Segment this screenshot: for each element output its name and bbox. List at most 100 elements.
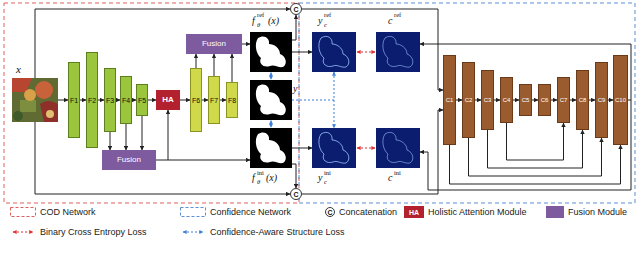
math-label: c <box>324 179 327 186</box>
math-label: ref <box>257 12 264 19</box>
attention-module: HA <box>156 90 180 110</box>
encoder-block: F3 <box>104 68 116 132</box>
legend-sample <box>180 226 206 238</box>
legend-region-sample <box>11 208 36 217</box>
prediction-mask <box>250 32 292 168</box>
math-label: ini <box>257 170 264 177</box>
legend-concat-sample <box>326 208 335 217</box>
math-label: ini <box>394 170 401 177</box>
node-label: C6 <box>541 97 549 103</box>
legend-item: Binary Cross Entropy Loss <box>10 226 147 238</box>
connector <box>180 100 190 101</box>
node-label: C9 <box>598 97 606 103</box>
math-label: f <box>252 16 255 26</box>
node-label: F7 <box>210 97 218 104</box>
connector <box>148 100 156 101</box>
node-label: C <box>293 6 298 13</box>
legend-text: Confidence-Aware Structure Loss <box>210 228 344 237</box>
confidence-network-region <box>299 3 635 203</box>
legend-text: Fusion Module <box>568 208 627 217</box>
encoder-block: F8 <box>226 82 238 118</box>
node-label: Fusion <box>202 40 226 48</box>
math-label: y <box>318 173 322 183</box>
encoder-block: F1 <box>68 62 80 138</box>
legend-item: COD Network <box>10 206 96 218</box>
node-label: C <box>293 191 298 198</box>
math-label: y <box>318 16 322 26</box>
legend-item: Fusion Module <box>546 206 627 218</box>
math-label: HA <box>404 209 424 216</box>
confidence-block: C8 <box>576 70 589 130</box>
math-label: ref <box>324 12 331 19</box>
node-label: HA <box>162 96 174 104</box>
connector <box>469 138 602 176</box>
encoder-block: F5 <box>136 84 148 116</box>
node-label: C5 <box>522 97 530 103</box>
legend-text: Holistic Attention Module <box>428 208 527 217</box>
math-label: f <box>252 173 255 183</box>
connector <box>232 54 233 82</box>
confidence-block: C3 <box>481 70 494 130</box>
legend-item: Concatenation <box>325 206 397 218</box>
confidence-block: C2 <box>462 62 475 138</box>
concat-node: C <box>290 188 302 200</box>
node-label: C8 <box>579 97 587 103</box>
math-label: c <box>324 22 327 29</box>
legend-item: Confidence Network <box>180 206 291 218</box>
connector <box>488 130 583 168</box>
connector <box>126 124 127 150</box>
legend-text: COD Network <box>40 208 96 217</box>
legend-region-sample <box>181 208 206 217</box>
input-image <box>12 78 58 122</box>
node-label: F5 <box>138 97 146 104</box>
math-label: (x) <box>268 16 279 26</box>
connector <box>142 116 143 150</box>
connector <box>507 123 564 160</box>
fusion-module: Fusion <box>102 150 156 170</box>
legend-text: Concatenation <box>339 208 397 217</box>
confidence-block: C4 <box>500 77 513 123</box>
wire <box>35 9 631 194</box>
math-label: c <box>388 16 392 26</box>
node-label: C2 <box>465 97 473 103</box>
node-label: F6 <box>192 97 200 104</box>
math-label: ref <box>394 12 401 19</box>
legend-item: Holistic Attention Module <box>404 206 527 218</box>
connector <box>196 54 197 68</box>
legend-sample <box>10 206 36 218</box>
node-label: C7 <box>560 97 568 103</box>
legend-swatch <box>546 206 564 218</box>
node-label: F3 <box>106 97 114 104</box>
math-label: x <box>16 64 21 75</box>
node-label: C3 <box>484 97 492 103</box>
node-label: F2 <box>88 97 96 104</box>
connector <box>214 54 215 76</box>
bce-loss-arrow <box>357 52 375 148</box>
node-label: Fusion <box>117 156 141 164</box>
math-label: C <box>325 209 335 216</box>
confidence-block: C5 <box>519 84 532 116</box>
confidence-block: C7 <box>557 77 570 123</box>
math-label: θ <box>257 22 260 29</box>
math-label: c <box>388 173 392 183</box>
legend-loss-sample <box>183 232 203 233</box>
encoder-block: F6 <box>190 68 202 132</box>
node-label: F4 <box>122 97 130 104</box>
legend-item: Confidence-Aware Structure Loss <box>180 226 344 238</box>
math-label: y <box>293 84 297 94</box>
node-label: C1 <box>446 97 454 103</box>
legend-sample <box>180 206 206 218</box>
math-label: θ <box>257 179 260 186</box>
node-label: F1 <box>70 97 78 104</box>
encoder-block: F7 <box>208 76 220 124</box>
connector <box>302 9 443 90</box>
confidence-block: C9 <box>595 62 608 138</box>
confidence-block: C6 <box>538 84 551 116</box>
confidence-block: C1 <box>443 55 456 145</box>
node-label: C4 <box>503 97 511 103</box>
connector <box>110 132 111 150</box>
encoder-block: F2 <box>86 52 98 148</box>
concat-node: C <box>290 3 302 15</box>
